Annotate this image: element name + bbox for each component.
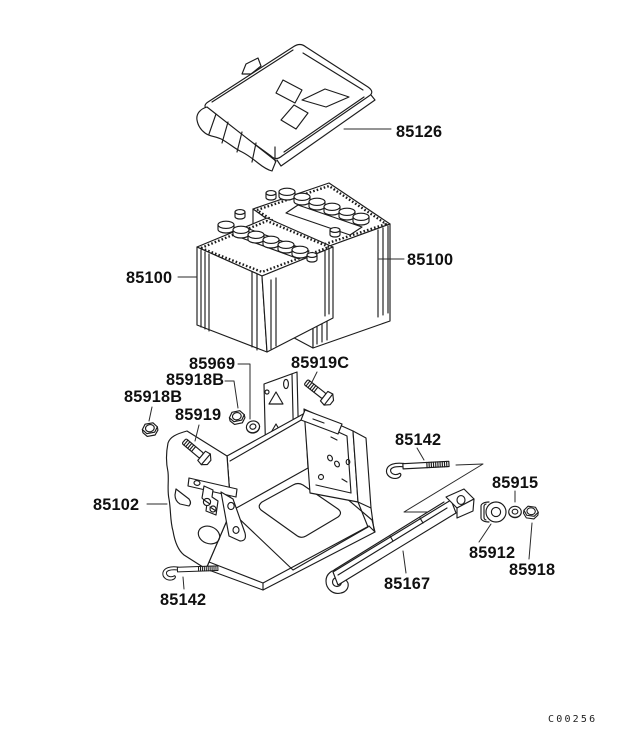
label-bolt-bracket: 85919C xyxy=(291,354,349,372)
label-nut-flange-upper: 85918B xyxy=(166,371,224,389)
bar-notches xyxy=(389,517,424,542)
leader-hook-bolt-pointer xyxy=(403,463,484,513)
tray-right-panel xyxy=(300,408,372,509)
hook-bolt-85142-bottom xyxy=(162,564,219,581)
label-battery-left: 85100 xyxy=(126,269,172,287)
leader-washer-small xyxy=(237,363,251,420)
leader-hook-bolt-right xyxy=(416,447,425,461)
label-hook-bolt-bottom: 85142 xyxy=(160,591,206,609)
flange-nut-85918b-left xyxy=(140,421,160,438)
leader-lines xyxy=(146,128,533,590)
battery-front-ribs xyxy=(200,248,330,351)
cover-skirt-ribs xyxy=(208,113,257,163)
leader-bolt-short xyxy=(194,424,200,442)
drawing-code: C00256 xyxy=(548,714,597,725)
battery-cover xyxy=(196,43,376,172)
label-washer-small: 85969 xyxy=(189,355,235,373)
leader-nut-flange-upper xyxy=(224,380,239,409)
battery-tray xyxy=(165,371,376,591)
tray-clamp-bracket xyxy=(187,477,247,542)
hold-down-bar xyxy=(325,488,475,594)
leader-nut-plain xyxy=(528,522,533,560)
flange-nut-85918b-upper xyxy=(227,409,247,426)
mitsubishi-logo-icon xyxy=(275,79,350,130)
battery-rear-crinkle xyxy=(256,184,388,250)
washer-85915 xyxy=(508,505,522,519)
label-washer-plain: 85915 xyxy=(492,474,538,492)
grommet-85912 xyxy=(480,501,507,523)
hook-bolt-85142-right xyxy=(385,459,451,480)
leader-hook-bolt-bottom xyxy=(182,576,185,590)
washer-85969 xyxy=(244,418,262,436)
cover-right-lip xyxy=(276,94,376,167)
label-hook-bolt-right: 85142 xyxy=(395,431,441,449)
tray-floor-hole xyxy=(258,482,342,538)
tray-left-panel xyxy=(165,430,232,570)
label-bolt-short: 85919 xyxy=(175,406,221,424)
bar-right-block-side xyxy=(456,498,475,519)
cover-inner-rim xyxy=(211,49,365,153)
label-battery-right: 85100 xyxy=(407,251,453,269)
label-grommet: 85912 xyxy=(469,544,515,562)
bar-ridges xyxy=(333,501,448,576)
leader-bolt-bracket xyxy=(310,371,318,385)
leader-hold-down-bar xyxy=(402,550,407,574)
bolt-85919c xyxy=(301,375,337,409)
label-hold-down-bar: 85167 xyxy=(384,575,430,593)
label-nut-plain: 85918 xyxy=(509,561,555,579)
label-tray: 85102 xyxy=(93,496,139,514)
leader-grommet xyxy=(478,523,492,543)
label-cover: 85126 xyxy=(396,123,442,141)
leader-nut-flange-left xyxy=(148,406,153,422)
hardware xyxy=(140,375,540,581)
label-nut-flange-left: 85918B xyxy=(124,388,182,406)
tray-bottom-band xyxy=(208,525,376,591)
nut-85918 xyxy=(522,505,540,520)
battery-rear-label-recess xyxy=(285,204,363,236)
part-labels: 85126 85100 85100 85969 85918B 85918B 85… xyxy=(93,123,597,725)
cover-ear-tab xyxy=(241,57,262,75)
battery-front xyxy=(196,209,334,353)
bar-right-hole xyxy=(456,495,466,505)
